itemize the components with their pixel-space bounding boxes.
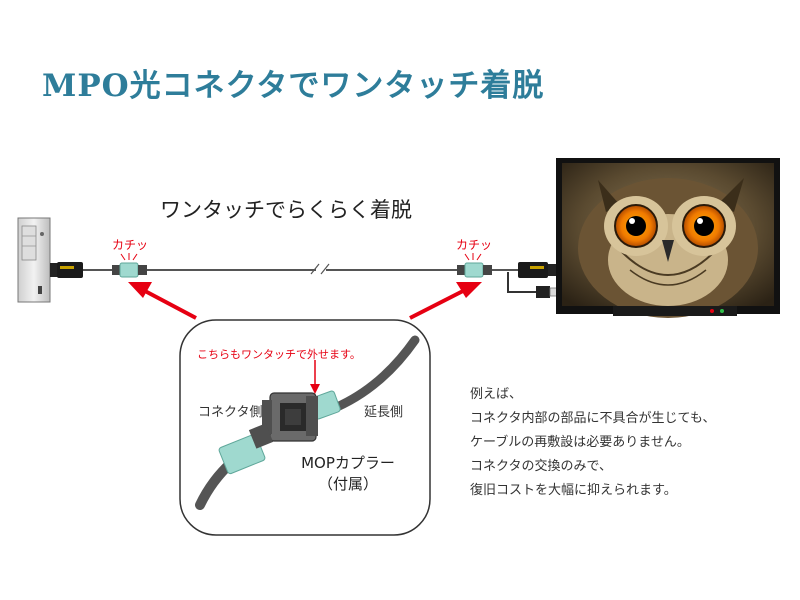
click-marks-right (464, 253, 482, 261)
coupler-name: MOPカプラー (301, 454, 395, 472)
description-line: 復旧コストを大幅に抑えられます。 (470, 483, 677, 498)
usb-plug-icon (507, 272, 559, 298)
mpo-connector-left (112, 262, 147, 278)
description: 例えば、 コネクタ内部の部品に不具合が生じても、 ケーブルの再敷設は必要ありませ… (470, 383, 715, 503)
extension-side-label: 延長側 (364, 405, 404, 420)
coupler-attached: （付属） (317, 475, 378, 493)
connector-side-label: コネクタ側 (198, 405, 263, 420)
pc-tower-icon (17, 217, 51, 303)
click-marks-left (120, 253, 138, 261)
page-title: MPO光コネクタでワンタッチ着脱 (42, 68, 545, 104)
note-arrow-icon (310, 360, 320, 394)
monitor-icon (556, 158, 780, 318)
description-line: ケーブルの再敷設は必要ありません。 (470, 435, 690, 450)
mop-coupler-icon (262, 392, 318, 442)
hdmi-plug-right-icon (518, 262, 556, 278)
detail-note: こちらもワンタッチで外せます。 (197, 348, 361, 361)
click-label-right: カチッ (456, 238, 493, 252)
coupler-label: MOPカプラー （付属） (292, 453, 404, 495)
description-line: コネクタの交換のみで、 (470, 459, 612, 474)
description-line: コネクタ内部の部品に不具合が生じても、 (470, 411, 716, 426)
red-arrow-right-icon (409, 282, 482, 320)
mpo-connector-right (457, 262, 492, 278)
red-arrow-left-icon (128, 282, 197, 320)
hdmi-plug-left-icon (50, 262, 83, 278)
subtitle: ワンタッチでらくらく着脱 (160, 198, 412, 222)
click-label-left: カチッ (112, 238, 149, 252)
connector-side-cable (195, 423, 274, 510)
description-line: 例えば、 (470, 387, 523, 402)
